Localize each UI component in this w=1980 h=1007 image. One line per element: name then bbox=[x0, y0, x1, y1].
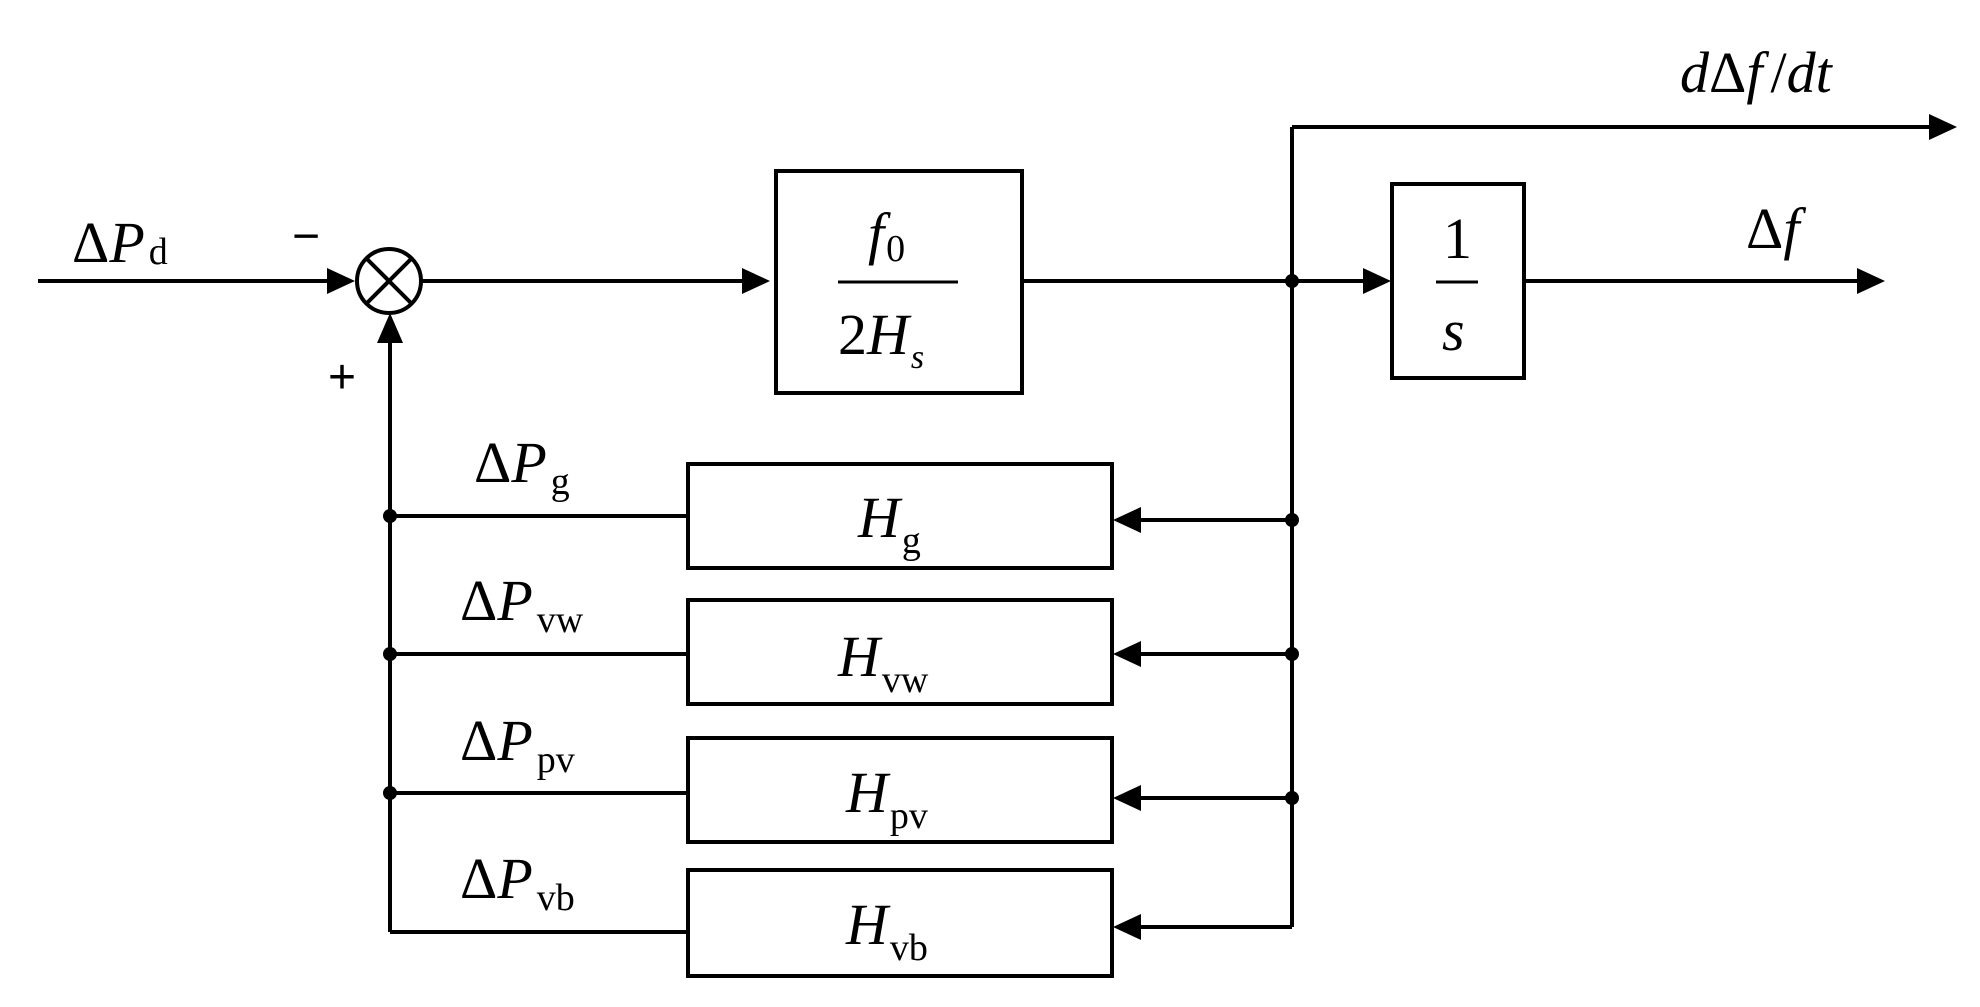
block-H-vb bbox=[686, 868, 1114, 978]
freq-output-label: Δf bbox=[1746, 196, 1806, 261]
summing-junction bbox=[355, 247, 423, 315]
gain-denominator: 2Hs bbox=[838, 302, 924, 376]
node-row-pv-left bbox=[383, 786, 397, 800]
integrator-denominator: s bbox=[1442, 298, 1465, 363]
node-row-g-left bbox=[383, 509, 397, 523]
minus-sign: − bbox=[292, 210, 320, 263]
input-arrow bbox=[327, 268, 355, 294]
row-pv-arrow bbox=[1113, 785, 1141, 811]
row-g-arrow bbox=[1113, 507, 1141, 533]
row-vw-arrow bbox=[1113, 641, 1141, 667]
freq-output-arrow bbox=[1857, 268, 1885, 294]
node-row-vw-left bbox=[383, 647, 397, 661]
block-H-g-label: Hg bbox=[857, 485, 921, 562]
plus-sign: + bbox=[328, 351, 356, 404]
rocof-output-label: dΔf/dt bbox=[1680, 40, 1834, 105]
block-H-pv bbox=[686, 736, 1114, 844]
integrator-numerator: 1 bbox=[1443, 206, 1472, 271]
row-vb-arrow bbox=[1113, 914, 1141, 940]
block-H-vw-label: Hvw bbox=[837, 624, 929, 701]
gain-input-arrow bbox=[742, 268, 770, 294]
summer-plus-arrow bbox=[377, 313, 403, 343]
block-H-g bbox=[686, 462, 1114, 570]
rocof-output-arrow bbox=[1929, 114, 1957, 140]
block-H-vb-label: Hvb bbox=[845, 892, 928, 969]
integrator-input-arrow bbox=[1363, 268, 1391, 294]
block-H-pv-label: Hpv bbox=[845, 760, 928, 837]
